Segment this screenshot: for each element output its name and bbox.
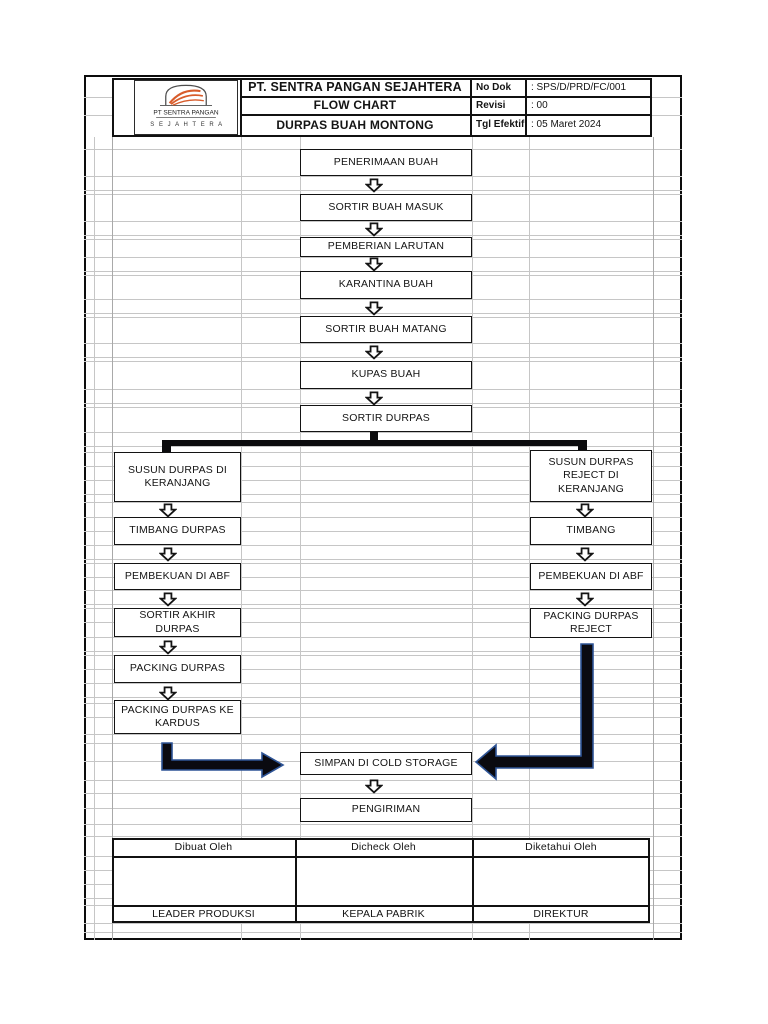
down-arrow-icon: [159, 592, 177, 607]
logo-graphic: PT SENTRA PANGAN S E J A H T E R A: [150, 84, 223, 128]
signature-role-dicheck: Dicheck Oleh: [351, 841, 416, 853]
flow-step-sortir-buah-masuk: SORTIR BUAH MASUK: [300, 194, 472, 221]
down-arrow-icon: [159, 547, 177, 562]
signature-role-dibuat: Dibuat Oleh: [174, 841, 233, 853]
flow-step-timbang-durpas: TIMBANG DURPAS: [114, 517, 241, 545]
logo-swoosh: [170, 94, 204, 105]
merge-arrow-right-icon: [161, 742, 285, 779]
flow-step-susun-durpas-keranjang: SUSUN DURPAS DI KERANJANG: [114, 452, 241, 502]
flow-step-pembekuan-abf-right: PEMBEKUAN DI ABF: [530, 563, 652, 590]
branch-connector-stub: [370, 431, 378, 442]
flow-step-sortir-akhir-durpas: SORTIR AKHIR DURPAS: [114, 608, 241, 637]
down-arrow-icon: [365, 222, 383, 237]
merge-arrow-left-icon: [474, 643, 594, 781]
revision-value: : 00: [531, 99, 548, 111]
flow-step-pembekuan-abf-left: PEMBEKUAN DI ABF: [114, 563, 241, 590]
document-frame: [84, 75, 682, 940]
down-arrow-icon: [365, 257, 383, 272]
company-logo: PT SENTRA PANGAN S E J A H T E R A: [134, 80, 238, 135]
down-arrow-icon: [576, 547, 594, 562]
signature-role-diketahui: Diketahui Oleh: [525, 841, 597, 853]
company-name: PT. SENTRA PANGAN SEJAHTERA: [248, 80, 462, 94]
down-arrow-icon: [576, 592, 594, 607]
logo-company-text: PT SENTRA PANGAN: [153, 110, 219, 117]
effective-date-value: : 05 Maret 2024: [531, 119, 602, 130]
flow-step-timbang: TIMBANG: [530, 517, 652, 545]
branch-connector-bar: [162, 440, 587, 446]
header-row-divider: [240, 114, 652, 116]
down-arrow-icon: [365, 178, 383, 193]
header-row-divider: [240, 96, 652, 98]
branch-connector-right-drop: [578, 440, 587, 451]
logo-swoosh: [172, 99, 204, 106]
signature-table: [112, 838, 650, 923]
flow-step-sortir-durpas: SORTIR DURPAS: [300, 405, 472, 432]
down-arrow-icon: [159, 686, 177, 701]
signature-row-divider: [112, 905, 650, 907]
flow-step-susun-durpas-reject: SUSUN DURPAS REJECT DI KERANJANG: [530, 450, 652, 502]
flow-step-simpan-cold-storage: SIMPAN DI COLD STORAGE: [300, 752, 472, 775]
doc-number-label: No Dok: [476, 81, 511, 93]
logo-swoosh: [168, 89, 201, 104]
flow-step-kupas-buah: KUPAS BUAH: [300, 361, 472, 389]
flow-step-pemberian-larutan: PEMBERIAN LARUTAN: [300, 237, 472, 257]
flow-step-pengiriman: PENGIRIMAN: [300, 798, 472, 822]
down-arrow-icon: [365, 301, 383, 316]
document-type: FLOW CHART: [313, 98, 397, 112]
signature-name-direktur: DIREKTUR: [533, 908, 589, 920]
down-arrow-icon: [576, 503, 594, 518]
logo-brand-text: S E J A H T E R A: [150, 122, 223, 128]
down-arrow-icon: [365, 391, 383, 406]
down-arrow-icon: [159, 640, 177, 655]
header-divider: [525, 78, 527, 137]
header-divider: [240, 78, 242, 137]
signature-divider: [295, 838, 297, 923]
flow-step-packing-durpas-kardus: PACKING DURPAS KE KARDUS: [114, 700, 241, 734]
signature-divider: [472, 838, 474, 923]
page-title: DURPAS BUAH MONTONG: [276, 117, 434, 132]
flow-step-packing-durpas: PACKING DURPAS: [114, 655, 241, 683]
signature-name-leader-produksi: LEADER PRODUKSI: [152, 908, 255, 920]
header-divider: [470, 78, 472, 137]
down-arrow-icon: [365, 345, 383, 360]
flow-step-sortir-buah-matang: SORTIR BUAH MATANG: [300, 316, 472, 343]
flow-step-penerimaan-buah: PENERIMAAN BUAH: [300, 149, 472, 176]
signature-row-divider: [112, 856, 650, 858]
flow-step-karantina-buah: KARANTINA BUAH: [300, 271, 472, 299]
revision-label: Revisi: [476, 99, 506, 111]
branch-connector-left-drop: [162, 440, 171, 452]
signature-name-kepala-pabrik: KEPALA PABRIK: [342, 908, 425, 920]
effective-date-label: Tgl Efektif: [476, 119, 525, 130]
down-arrow-icon: [159, 503, 177, 518]
flow-step-packing-durpas-reject: PACKING DURPAS REJECT: [530, 608, 652, 638]
doc-number-value: : SPS/D/PRD/FC/001: [531, 81, 627, 93]
down-arrow-icon: [365, 779, 383, 794]
